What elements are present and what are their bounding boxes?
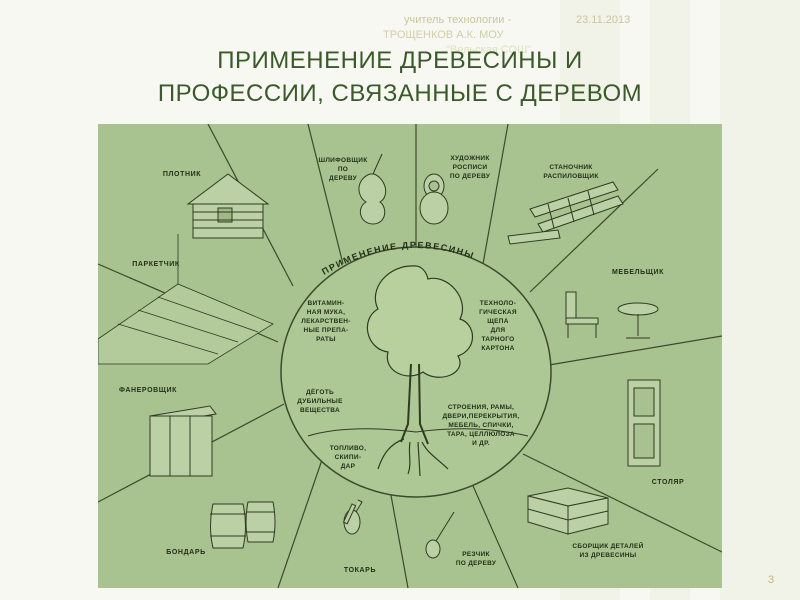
svg-text:ХУДОЖНИК: ХУДОЖНИК <box>450 155 489 162</box>
barrel-icon <box>210 502 275 548</box>
svg-text:ДЕРЕВУ: ДЕРЕВУ <box>329 175 358 182</box>
svg-text:СТАНОЧНИК: СТАНОЧНИК <box>549 164 592 171</box>
crate-icon <box>528 488 608 534</box>
author-name: ТРОЩЕНКОВ А.К. МОУ <box>383 28 504 42</box>
parquet-icon <box>98 234 273 364</box>
prof-parketchik: ПАРКЕТЧИК <box>132 261 180 268</box>
svg-text:ЩЕПА: ЩЕПА <box>487 318 509 325</box>
slide-number: 3 <box>768 574 774 586</box>
wardrobe-icon <box>150 406 216 476</box>
svg-text:РЕЗЧИК: РЕЗЧИК <box>462 551 490 558</box>
svg-text:РАТЫ: РАТЫ <box>316 336 336 343</box>
prof-plotnik: ПЛОТНИК <box>163 171 201 178</box>
svg-text:СБОРЩИК ДЕТАЛЕЙ: СБОРЩИК ДЕТАЛЕЙ <box>572 541 643 550</box>
prof-mebelshik: МЕБЕЛЬЩИК <box>612 269 664 276</box>
svg-text:ВИТАМИН-: ВИТАМИН- <box>308 300 345 307</box>
svg-text:ЛЕКАРСТВЕН-: ЛЕКАРСТВЕН- <box>301 318 350 325</box>
slide-date: 23.11.2013 <box>576 13 630 27</box>
svg-text:ПО ДЕРЕВУ: ПО ДЕРЕВУ <box>450 173 491 180</box>
svg-text:ДВЕРИ,ПЕРЕКРЫТИЯ,: ДВЕРИ,ПЕРЕКРЫТИЯ, <box>442 413 519 420</box>
svg-text:ВЕЩЕСТВА: ВЕЩЕСТВА <box>300 407 340 414</box>
prof-rezchik: РЕЗЧИК ПО ДЕРЕВУ <box>456 551 497 567</box>
prof-stolyar: СТОЛЯР <box>652 479 684 486</box>
title-line-1: ПРИМЕНЕНИЕ ДРЕВЕСИНЫ И <box>100 44 700 77</box>
prof-fanerovshik: ФАНЕРОВЩИК <box>119 387 177 394</box>
svg-text:РОСПИСИ: РОСПИСИ <box>453 164 488 171</box>
svg-text:НЫЕ ПРЕПА-: НЫЕ ПРЕПА- <box>303 327 348 334</box>
prof-bondar: БОНДАРЬ <box>166 549 205 556</box>
matryoshka-icon <box>420 174 448 224</box>
svg-text:СКИПИ-: СКИПИ- <box>335 454 362 461</box>
rails-icon <box>508 182 623 244</box>
lathe-handle-icon <box>344 500 362 534</box>
wood-usage-diagram: ПРИМЕНЕНИЕ ДРЕВЕСИНЫ ВИТАМИН- НАЯ МУКА, … <box>98 124 722 588</box>
svg-text:ПО: ПО <box>338 166 348 173</box>
svg-text:СТРОЕНИЯ, РАМЫ,: СТРОЕНИЯ, РАМЫ, <box>448 404 514 411</box>
spoon-icon <box>426 512 454 558</box>
diagram-svg: ПРИМЕНЕНИЕ ДРЕВЕСИНЫ ВИТАМИН- НАЯ МУКА, … <box>98 124 722 588</box>
house-icon <box>188 174 268 238</box>
svg-text:НАЯ МУКА,: НАЯ МУКА, <box>307 309 346 316</box>
svg-text:ПО ДЕРЕВУ: ПО ДЕРЕВУ <box>456 560 497 567</box>
author-role: учитель технологии - <box>404 13 511 27</box>
svg-text:ДЁГОТЬ: ДЁГОТЬ <box>306 388 334 396</box>
svg-text:ТОПЛИВО,: ТОПЛИВО, <box>330 445 367 452</box>
svg-text:ТЕХНОЛО-: ТЕХНОЛО- <box>480 300 516 307</box>
svg-text:ТАРА, ЦЕЛЛЮЛОЗА: ТАРА, ЦЕЛЛЮЛОЗА <box>447 431 515 438</box>
svg-text:ИЗ ДРЕВЕСИНЫ: ИЗ ДРЕВЕСИНЫ <box>580 552 637 559</box>
violin-icon <box>359 154 386 224</box>
svg-text:КАРТОНА: КАРТОНА <box>481 345 514 352</box>
prof-shlifovshik: ШЛИФОВЩИК ПО ДЕРЕВУ <box>318 157 367 182</box>
svg-text:И ДР.: И ДР. <box>472 440 490 447</box>
prof-sborshik: СБОРЩИК ДЕТАЛЕЙ ИЗ ДРЕВЕСИНЫ <box>572 541 643 559</box>
slide-title: ПРИМЕНЕНИЕ ДРЕВЕСИНЫ И ПРОФЕССИИ, СВЯЗАН… <box>100 44 700 110</box>
prof-tokar: ТОКАРЬ <box>344 567 376 574</box>
prof-stanochnik: СТАНОЧНИК РАСПИЛОВЩИК <box>543 164 598 180</box>
svg-text:ДАР: ДАР <box>341 463 356 470</box>
svg-text:ДЛЯ: ДЛЯ <box>491 327 506 334</box>
prof-hudozhnik: ХУДОЖНИК РОСПИСИ ПО ДЕРЕВУ <box>450 155 491 180</box>
svg-text:РАСПИЛОВЩИК: РАСПИЛОВЩИК <box>543 173 598 180</box>
title-line-2: ПРОФЕССИИ, СВЯЗАННЫЕ С ДЕРЕВОМ <box>100 77 700 110</box>
furniture-icon <box>566 292 658 338</box>
svg-text:ТАРНОГО: ТАРНОГО <box>481 336 514 343</box>
svg-text:МЕБЕЛЬ, СПИЧКИ,: МЕБЕЛЬ, СПИЧКИ, <box>448 422 513 429</box>
svg-text:ГИЧЕСКАЯ: ГИЧЕСКАЯ <box>479 309 517 316</box>
svg-text:ДУБИЛЬНЫЕ: ДУБИЛЬНЫЕ <box>297 398 343 405</box>
door-icon <box>628 380 660 466</box>
svg-text:ШЛИФОВЩИК: ШЛИФОВЩИК <box>318 157 367 164</box>
